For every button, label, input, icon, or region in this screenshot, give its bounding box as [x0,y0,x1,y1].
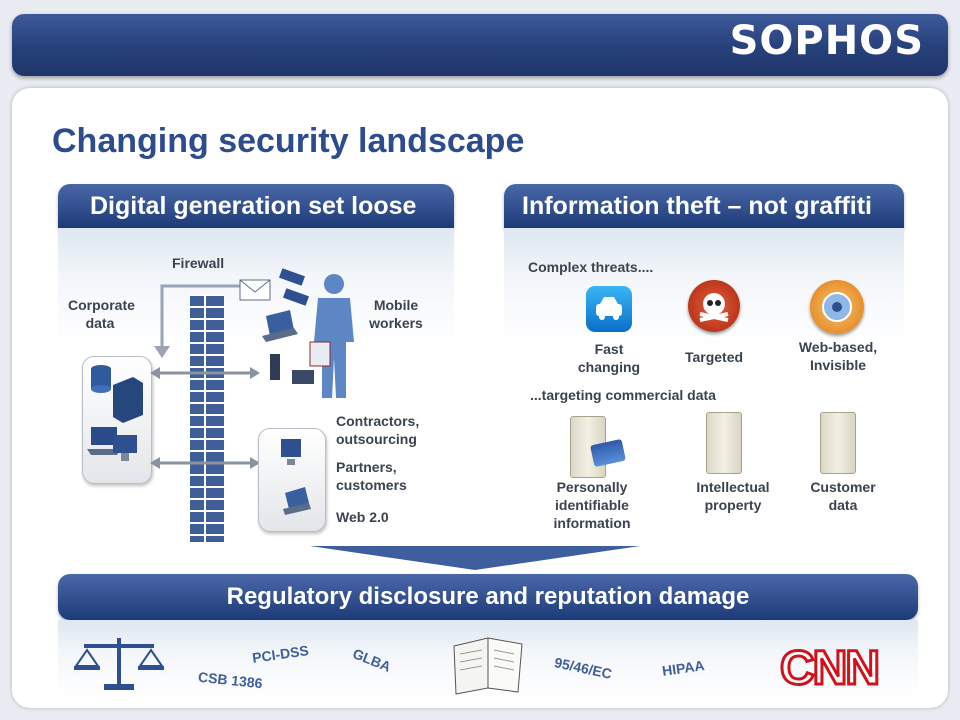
bottom-header: Regulatory disclosure and reputation dam… [58,574,918,620]
left-panel-header: Digital generation set loose [58,184,454,228]
web-globe-icon [810,280,864,334]
network-arrow-bottom [150,457,260,469]
corporate-servers-box [82,356,152,484]
firewall-path-arrow [154,284,250,358]
page-title: Changing security landscape [52,122,525,160]
person-icon [309,274,354,398]
mobile-workers-label: Mobile workers [369,297,423,331]
complex-threats-label: Complex threats.... [528,259,654,275]
svg-text:CNN: CNN [780,642,878,690]
right-panel-header: Information theft – not graffiti [504,184,904,228]
monitor-icon [281,439,311,515]
partners-label: Partners, customers [336,459,407,493]
top-banner [12,14,948,76]
contractors-devices-box [258,428,326,532]
email-icon [239,279,271,301]
targeted-label: Targeted [684,349,744,365]
skull-icon [688,280,740,332]
fast-changing-label: Fast changing [577,341,641,375]
web-based-label: Web-based, Invisible [798,339,878,373]
customer-folder-icon [820,412,856,474]
sophos-logo: SOPHOS [729,18,924,64]
book-icon [453,637,523,695]
car-app-icon [586,286,632,332]
mobile-devices-icons [239,268,314,384]
corporate-data-label: Corporate data [68,297,135,331]
customer-data-label: Customer data [810,479,876,513]
contractors-label: Contractors, outsourcing [336,413,420,447]
firewall-icon [190,294,224,542]
web20-label: Web 2.0 [336,509,389,525]
laptop-icon [262,328,298,342]
targeting-commercial-label: ...targeting commercial data [530,387,716,403]
usb-icon [279,268,305,286]
server-icon [87,365,143,461]
phone-icon [270,354,280,380]
java-icon [706,412,742,474]
scales-icon [74,638,164,690]
cnn-logo: CNN [778,640,884,697]
firewall-label: Firewall [172,255,225,271]
down-arrow [310,546,640,570]
network-arrow-top [150,367,260,379]
ip-label: Intellectual property [696,479,770,513]
pii-label: Personally identifiable information [553,479,631,531]
